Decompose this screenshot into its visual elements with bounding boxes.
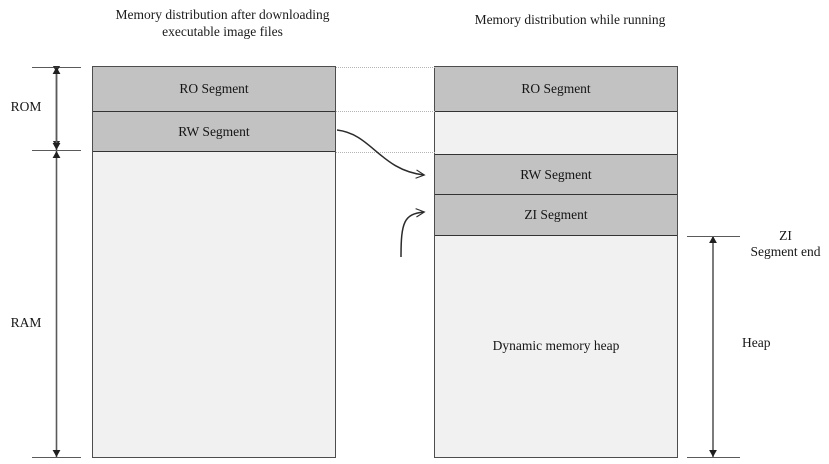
left-memory-column: RO Segment RW Segment <box>92 66 336 458</box>
zi-segment-end-label: ZI Segment end <box>742 228 829 260</box>
left-segment-ro: RO Segment <box>93 67 335 112</box>
rom-bracket-arrow <box>52 66 61 150</box>
right-segment-ro: RO Segment <box>435 67 677 112</box>
heap-bottom-tick <box>687 457 740 458</box>
alignment-guide-middle <box>336 111 435 112</box>
rom-bracket-bottom-tick <box>32 150 81 151</box>
right-segment-heap: Dynamic memory heap <box>435 236 677 456</box>
alignment-guide-top <box>336 67 435 68</box>
rw-relocation-arrow <box>336 129 426 179</box>
left-segment-rw: RW Segment <box>93 112 335 152</box>
zi-segment-end-line-1: ZI <box>779 228 792 243</box>
right-diagram-title: Memory distribution while running <box>474 12 666 27</box>
alignment-guide-bottom <box>336 152 435 153</box>
heap-bracket-label: Heap <box>742 335 771 350</box>
rom-bracket-label: ROM <box>10 99 42 114</box>
right-memory-column: RO Segment RW Segment ZI Segment Dynamic… <box>434 66 678 458</box>
ram-bracket-label: RAM <box>10 315 42 330</box>
ram-bracket-arrow <box>52 151 61 457</box>
left-diagram-title: Memory distribution after downloading ex… <box>115 7 330 39</box>
right-segment-rw: RW Segment <box>435 154 677 195</box>
zi-segment-end-line-2: Segment end <box>750 244 821 259</box>
zi-creation-arrow <box>400 208 426 258</box>
zi-segment-end-tick <box>687 236 740 237</box>
heap-bracket-arrow <box>709 236 717 457</box>
left-segment-free <box>93 152 335 456</box>
ram-bracket-bottom-tick <box>32 457 81 458</box>
right-segment-zi: ZI Segment <box>435 195 677 236</box>
right-segment-gap <box>435 112 677 154</box>
